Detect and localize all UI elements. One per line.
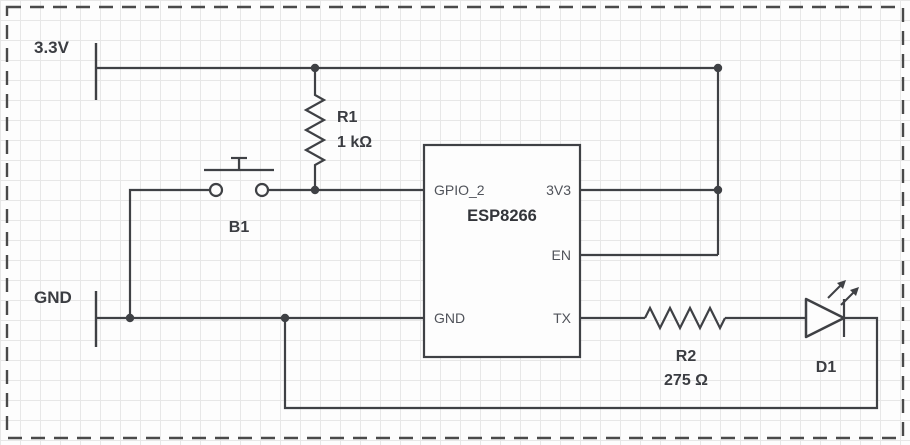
button-terminal-left <box>208 182 224 198</box>
r1-value-label: 1 kΩ <box>337 134 372 151</box>
resistor-r2: R2 275 Ω <box>644 305 726 389</box>
r2-value-label: 275 Ω <box>664 372 708 389</box>
resistor-r1: R1 1 kΩ <box>303 68 372 190</box>
r1-ref-label: R1 <box>337 109 358 126</box>
led-triangle <box>804 297 846 339</box>
esp8266-name-label: ESP8266 <box>467 207 537 225</box>
junction-dot <box>280 313 290 323</box>
junction-dot <box>310 185 320 195</box>
junction-dot <box>713 63 723 73</box>
button-terminal-right <box>254 182 270 198</box>
led-emission-arrowhead-1 <box>837 280 846 289</box>
gnd-label: GND <box>34 288 72 307</box>
junction-dot <box>310 63 320 73</box>
pin-3v3-label: 3V3 <box>546 182 571 198</box>
pushbutton-b1: B1 <box>204 156 274 236</box>
vcc-label: 3.3V <box>34 38 70 57</box>
b1-ref-label: B1 <box>229 219 250 236</box>
junction-dots <box>125 63 723 323</box>
d1-ref-label: D1 <box>816 359 837 376</box>
led-emission-arrow-1 <box>827 284 842 299</box>
led-emission-arrowhead-2 <box>850 287 859 296</box>
junction-dot <box>713 185 723 195</box>
wires <box>128 68 879 410</box>
wire-led-return <box>283 316 879 410</box>
rail-gnd: GND <box>34 288 424 347</box>
pin-gpio2-label: GPIO_2 <box>434 182 485 198</box>
wire-button-to-gnd <box>128 188 210 318</box>
pin-tx-label: TX <box>553 310 572 326</box>
resistor-r2-symbol <box>644 305 726 331</box>
led-emission-arrow-2 <box>840 291 855 306</box>
junction-dot <box>125 313 135 323</box>
rail-3v3: 3.3V <box>34 38 718 100</box>
pin-en-label: EN <box>552 247 571 263</box>
led-d1: D1 <box>804 280 859 376</box>
r2-ref-label: R2 <box>676 348 697 365</box>
resistor-r1-symbol <box>303 68 327 190</box>
esp8266-ic: GPIO_2 3V3 ESP8266 EN GND TX <box>422 143 582 359</box>
dashed-border <box>5 5 905 440</box>
pin-gnd-label: GND <box>434 310 465 326</box>
esp8266-body <box>422 143 582 359</box>
